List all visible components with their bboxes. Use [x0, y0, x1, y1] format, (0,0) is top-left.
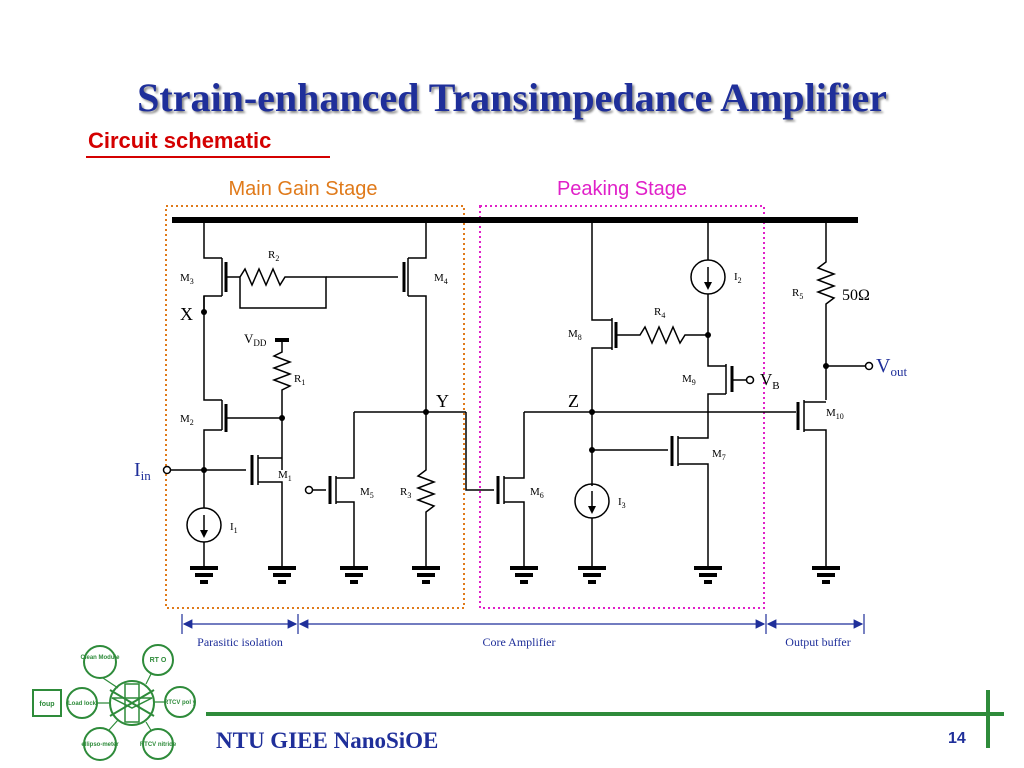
- node-x-label: X: [180, 304, 193, 324]
- logo-foup-label: foup: [39, 701, 54, 708]
- vout-label: Vout: [876, 355, 907, 379]
- core-amplifier-label: Core Amplifier: [483, 635, 556, 649]
- ground-icon: [510, 560, 538, 584]
- i2-label: I2: [734, 271, 742, 285]
- lab-logo: Clean Module RT O RTCV pol y RTCV nitrid…: [32, 644, 197, 761]
- m10-label: M10: [826, 407, 844, 421]
- peaking-box: [479, 205, 765, 609]
- node-y-label: Y: [436, 391, 449, 411]
- page-number: 14: [948, 730, 966, 747]
- r5-label: R5: [792, 287, 803, 301]
- subtitle-underline: [86, 156, 330, 158]
- m8-label: M8: [568, 328, 582, 342]
- ground-icon: [190, 560, 218, 584]
- logo-ellipsometer-label: ellipso-meter: [81, 742, 119, 748]
- ground-icon: [340, 560, 368, 584]
- m7-label: M7: [712, 448, 726, 462]
- parasitic-isolation-label: Parasitic isolation: [197, 635, 283, 649]
- r4-label: R4: [654, 306, 665, 320]
- vb-label: VB: [760, 370, 780, 392]
- main-gain-label: Main Gain Stage: [229, 178, 378, 200]
- ground-icon: [578, 560, 606, 584]
- m1-label: M1: [278, 469, 292, 483]
- node-z-label: Z: [568, 391, 579, 411]
- vdd-label: VDD: [244, 331, 267, 348]
- r3-label: R3: [400, 486, 411, 500]
- i3-label: I3: [618, 496, 626, 510]
- r1-label: R1: [294, 373, 305, 387]
- m9-label: M9: [682, 373, 696, 387]
- logo-rtcv-poly-label: RTCV pol y: [164, 700, 197, 706]
- logo-rtcv-nitride-label: RTCV nitride: [140, 742, 177, 748]
- main-gain-box: [165, 205, 465, 609]
- m5-label: M5: [360, 486, 374, 500]
- m2-label: M2: [180, 413, 194, 427]
- i1-label: I1: [230, 521, 238, 535]
- output-buffer-label: Output buffer: [785, 635, 850, 649]
- ground-icon: [694, 560, 722, 584]
- slide-title: Strain-enhanced Transimpedance Amplifier: [137, 75, 887, 120]
- logo-rto-label: RT O: [150, 657, 167, 664]
- logo-load-lock-label: Load lock: [68, 701, 97, 707]
- logo-clean-module-label: Clean Module: [80, 655, 120, 661]
- m6-label: M6: [530, 486, 544, 500]
- ground-icon: [412, 560, 440, 584]
- ground-icon: [268, 560, 296, 584]
- ground-icon: [812, 560, 840, 584]
- r2-label: R2: [268, 249, 279, 263]
- slide-subtitle: Circuit schematic: [88, 128, 272, 153]
- footer-institution: NTU GIEE NanoSiOE: [216, 728, 439, 753]
- r5-value-label: 50Ω: [842, 287, 870, 304]
- peaking-label: Peaking Stage: [557, 178, 687, 200]
- m4-label: M4: [434, 272, 448, 286]
- m3-label: M3: [180, 272, 194, 286]
- iin-label: Iin: [134, 459, 151, 483]
